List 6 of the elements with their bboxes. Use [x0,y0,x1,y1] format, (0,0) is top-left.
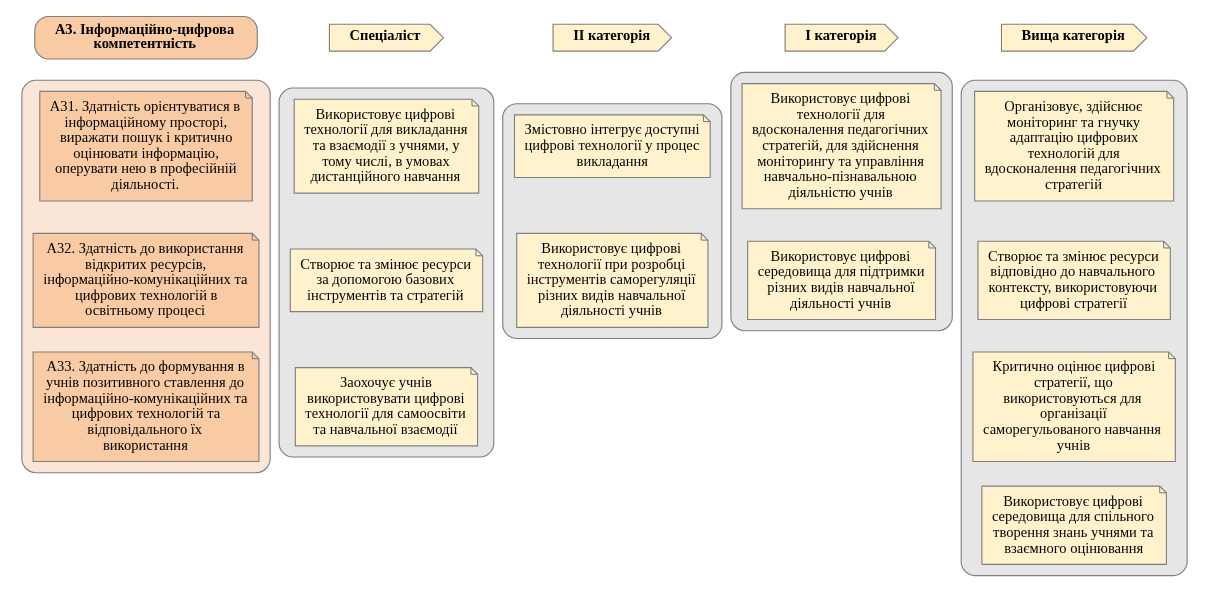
node-box: А3. Інформаційно-цифрова компетентність [34,15,258,60]
cluster [21,79,271,473]
cluster [278,87,495,458]
cluster [502,102,723,339]
cluster [730,71,953,331]
cluster [960,79,1188,576]
